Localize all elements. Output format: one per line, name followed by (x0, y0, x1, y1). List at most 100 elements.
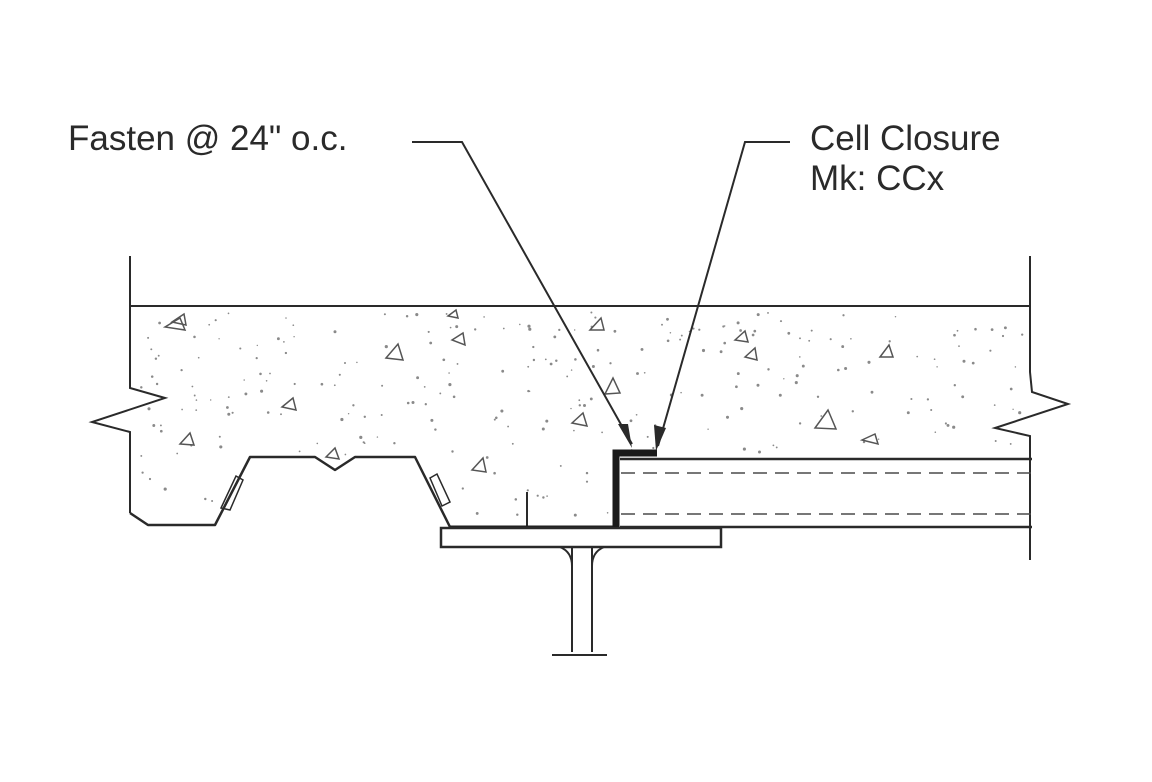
stipple-dot (456, 362, 459, 365)
stipple-dot (767, 368, 770, 371)
stipple-dot (352, 404, 355, 407)
stipple-dot (661, 323, 663, 326)
stipple-dot (439, 392, 442, 395)
stipple-dot (719, 350, 723, 354)
stipple-dot (736, 321, 740, 325)
stipple-dot (445, 312, 448, 315)
stipple-dot (316, 442, 319, 445)
stipple-dot (475, 511, 479, 515)
stipple-dot (930, 408, 933, 412)
stipple-dot (751, 333, 755, 337)
stipple-dot (343, 361, 347, 365)
stipple-dot (739, 329, 742, 332)
stipple-dot (154, 357, 158, 360)
stipple-dot (285, 317, 287, 319)
stipple-dot (558, 328, 561, 332)
stipple-dot (423, 386, 426, 388)
stipple-dot (573, 513, 577, 517)
stipple-dot (526, 489, 529, 492)
stipple-dot (430, 418, 434, 422)
stipple-dot (243, 379, 245, 381)
stipple-dot (971, 361, 975, 365)
deck-embossments (219, 472, 451, 511)
stipple-dot (298, 450, 301, 453)
stipple-dot (545, 419, 549, 423)
stipple-dot (837, 368, 840, 372)
stipple-dot (629, 419, 633, 423)
beam-top-flange (439, 526, 723, 549)
stipple-dot (406, 401, 410, 405)
stipple-dot (956, 329, 959, 332)
stipple-dot (176, 452, 179, 455)
stipple-dot (381, 384, 384, 387)
stipple-dot (276, 337, 280, 341)
stipple-dot (195, 409, 198, 411)
stipple-dot (158, 321, 161, 325)
stipple-dot (455, 325, 459, 329)
stipple-dot (416, 376, 420, 380)
stipple-dot (333, 330, 337, 334)
cell-closure-angle (612, 449, 657, 527)
stipple-dot (555, 359, 558, 362)
stipple-dot (669, 331, 672, 334)
stipple-dot (226, 406, 229, 409)
stipple-dot (680, 334, 683, 337)
stipple-dot (591, 365, 595, 368)
stipple-dot (227, 412, 231, 416)
stipple-dot (779, 320, 783, 323)
stipple-dot (934, 431, 937, 433)
stipple-dot (516, 513, 519, 516)
stipple-dot (340, 417, 344, 422)
cell-closure-annotation: Cell Closure Mk: CCx (810, 119, 1001, 200)
stipple-dot (962, 359, 966, 363)
stipple-dot (493, 418, 496, 421)
stipple-dot (451, 450, 454, 453)
stipple-dot (159, 429, 163, 433)
stipple-dot (643, 371, 646, 374)
stipple-dot (994, 440, 997, 442)
stipple-dot (888, 340, 891, 343)
stipple-dot (816, 395, 820, 398)
stipple-dot (613, 329, 617, 333)
stipple-dot (338, 373, 341, 376)
cellular-deck-panel (620, 457, 1032, 529)
stipple-dot (148, 477, 152, 481)
stipple-dot (842, 314, 845, 317)
stipple-dot (974, 327, 977, 331)
stipple-dot (356, 361, 358, 364)
stipple-dot (570, 369, 573, 371)
stipple-dot (536, 494, 539, 497)
stipple-dot (429, 341, 433, 345)
stipple-dot (320, 382, 324, 386)
stipple-dot (1001, 334, 1005, 338)
stipple-dot (666, 317, 669, 321)
stipple-dot (493, 471, 496, 475)
stipple-dot (293, 382, 296, 386)
stipple-dot (244, 392, 248, 396)
concrete-stipple (140, 311, 1024, 517)
stipple-dot (990, 328, 994, 331)
concrete-slab (92, 306, 1030, 527)
stipple-dot (383, 313, 386, 316)
stipple-dot (507, 425, 510, 428)
stipple-dot (609, 362, 612, 365)
stipple-dot (546, 495, 548, 497)
stipple-dot (799, 337, 801, 340)
stipple-dot (829, 338, 832, 341)
stipple-dot (756, 313, 760, 317)
stipple-dot (214, 319, 217, 322)
stipple-dot (578, 399, 581, 402)
stipple-dot (590, 311, 593, 314)
stipple-dot (692, 327, 695, 330)
stipple-dot (141, 471, 144, 474)
beam-web-fillets (559, 546, 605, 567)
aggregate-triangles (162, 308, 895, 473)
stipple-dot (820, 415, 823, 417)
stipple-dot (1021, 333, 1024, 336)
stipple-dot (442, 358, 446, 362)
stipple-dot (1018, 411, 1022, 415)
stipple-dot (740, 407, 744, 411)
stipple-dot (449, 326, 452, 329)
stipple-dot (157, 354, 160, 357)
stipple-dot (191, 385, 194, 388)
